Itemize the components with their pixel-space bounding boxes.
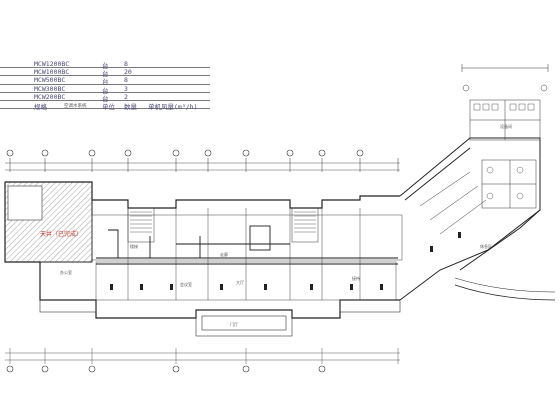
model-cell: MCW1200BC <box>34 60 70 68</box>
unit-cell: 台 <box>102 78 109 87</box>
room-label: 办公室 <box>60 270 72 275</box>
model-cell: MCW200BC <box>34 92 66 101</box>
wing-rooms <box>419 99 541 235</box>
qty-cell: 3 <box>124 84 128 93</box>
stairwells <box>127 207 319 251</box>
axis-bubbles-bottom <box>6 365 326 373</box>
table-row: MCW200BC 台 2 <box>0 92 210 103</box>
dimension-lines-bottom <box>5 348 400 364</box>
qty-cell: 8 <box>124 60 128 68</box>
atrium-inner-room <box>7 185 43 221</box>
unit-cell: 台 <box>102 86 109 95</box>
model-cell: MCW500BC <box>34 76 66 85</box>
table-header-row: 规格 单位 数量 单机风量(m³/h) <box>0 101 210 111</box>
qty-cell: 2 <box>124 92 128 101</box>
room-label: 走廊 <box>220 252 228 257</box>
room-label: 大厅 <box>236 280 244 285</box>
qty-cell: 20 <box>124 68 132 77</box>
equipment-markers <box>110 232 461 290</box>
unit-cell: 台 <box>102 94 109 103</box>
interior-grid <box>91 208 403 301</box>
room-label: 接待 <box>352 276 360 281</box>
atrium-label: 天井（已完成） <box>40 231 83 238</box>
header-spec: 单机风量(m³/h) <box>148 102 198 111</box>
table-row: MCW1200BC 台 8 <box>0 60 210 70</box>
duct-runs <box>96 229 398 265</box>
table-row: MCW300BC 台 3 <box>0 84 210 95</box>
room-label: 会议室 <box>180 282 192 287</box>
room-label: 楼梯 <box>130 244 138 249</box>
wing-fixtures <box>473 103 535 200</box>
room-label: 门厅 <box>230 322 238 327</box>
header-unit: 单位 <box>102 102 115 111</box>
dimension-lines-top <box>5 158 400 172</box>
header-qty: 数量 <box>124 102 137 111</box>
upper-wing-outline <box>461 64 549 92</box>
room-label: 休息区 <box>480 244 492 249</box>
table-row: MCW1000BC 台 20 <box>0 68 210 79</box>
equipment-schedule-table: MCW1200BC 台 8 MCW1000BC 台 20 MCW500BC 台 … <box>0 60 210 111</box>
qty-cell: 8 <box>124 76 128 85</box>
angled-wing <box>399 137 556 301</box>
room-label: 设备间 <box>500 124 512 129</box>
axis-bubbles-top <box>6 149 364 157</box>
unit-cell: 台 <box>102 62 109 70</box>
entrance-canopy <box>39 299 401 337</box>
unit-cell: 台 <box>102 70 109 79</box>
table-caption: 空调水系统 <box>64 104 87 109</box>
header-model: 规格 <box>34 102 47 111</box>
model-cell: MCW300BC <box>34 84 66 93</box>
table-row: MCW500BC 台 8 <box>0 76 210 87</box>
model-cell: MCW1000BC <box>34 68 70 77</box>
